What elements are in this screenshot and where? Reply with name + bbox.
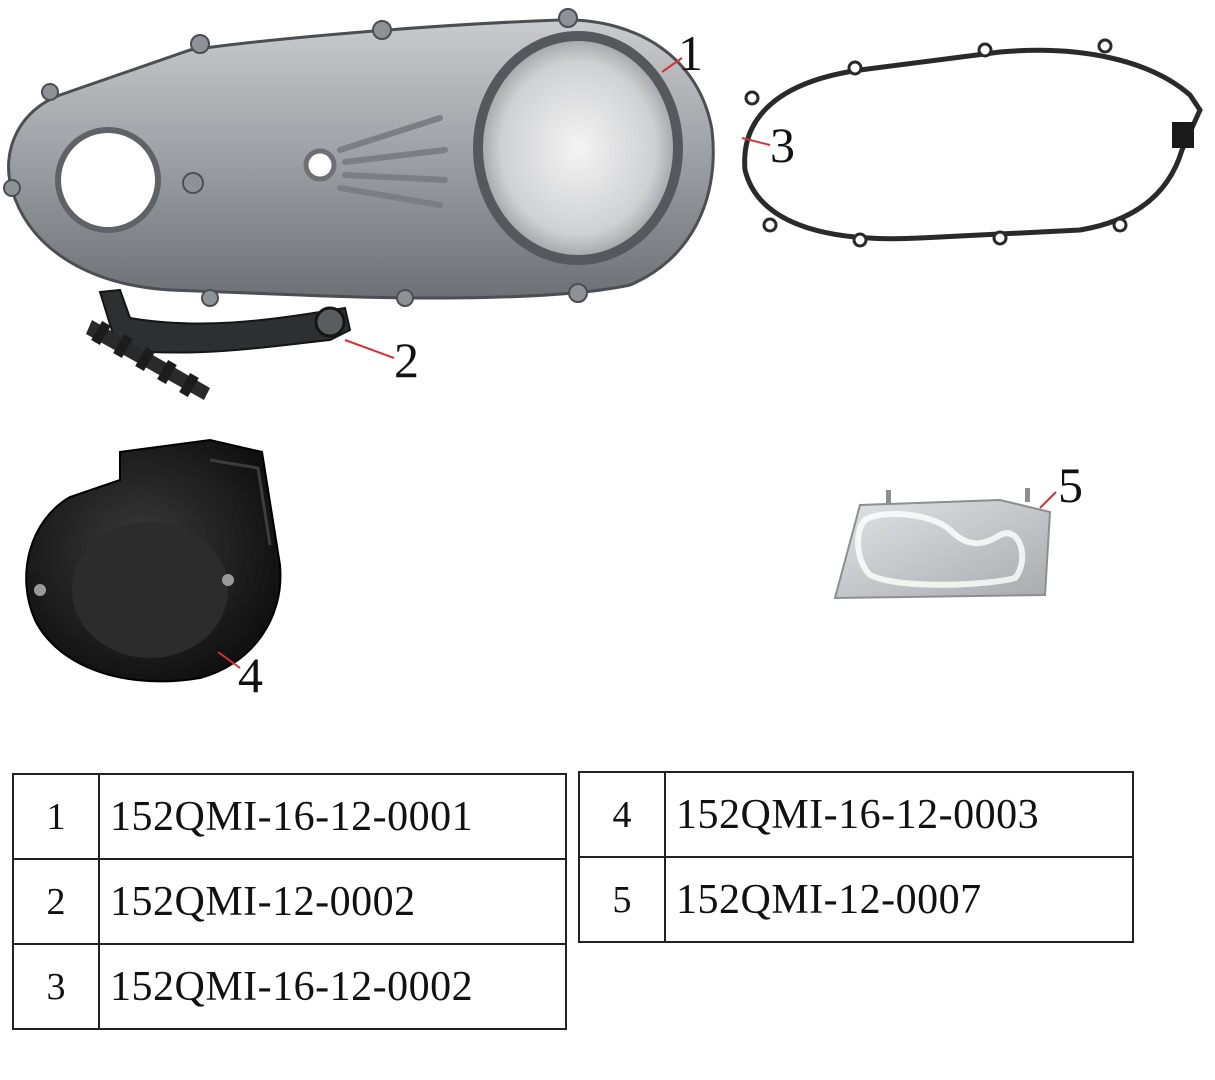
table-row: 1 152QMI-16-12-0001	[12, 773, 567, 860]
callout-5: 5	[1058, 457, 1083, 513]
callout-1: 1	[678, 25, 703, 81]
callout-3: 3	[770, 117, 795, 173]
part-number-cell: 4	[578, 771, 666, 858]
callout-2: 2	[394, 332, 419, 388]
part-code-cell: 152QMI-12-0002	[98, 858, 567, 945]
table-row: 3 152QMI-16-12-0002	[12, 943, 567, 1030]
part-number-cell: 3	[12, 943, 100, 1030]
kick-start-lever-part	[86, 288, 352, 400]
cover-gasket-part	[742, 38, 1203, 248]
leader-line-1	[661, 57, 683, 73]
heat-shield-plate-part	[833, 488, 1052, 600]
parts-table-right: 4 152QMI-16-12-0003 5 152QMI-12-0007	[578, 771, 1134, 943]
callout-4: 4	[238, 647, 263, 703]
part-code-cell: 152QMI-16-12-0003	[664, 771, 1134, 858]
leader-line-3	[741, 137, 771, 146]
leader-lines	[217, 57, 1057, 669]
part-number-cell: 1	[12, 773, 100, 860]
leader-line-4	[217, 651, 241, 669]
table-row: 2 152QMI-12-0002	[12, 858, 567, 945]
exploded-parts-figure	[3, 8, 1203, 683]
table-row: 5 152QMI-12-0007	[578, 856, 1134, 943]
part-number-cell: 5	[578, 856, 666, 943]
part-code-cell: 152QMI-16-12-0002	[98, 943, 567, 1030]
table-row: 4 152QMI-16-12-0003	[578, 771, 1134, 858]
leader-line-5	[1039, 491, 1057, 509]
leader-line-2	[344, 339, 395, 359]
part-code-cell: 152QMI-16-12-0001	[98, 773, 567, 860]
part-number-cell: 2	[12, 858, 100, 945]
transmission-cover-part	[3, 8, 715, 307]
part-code-cell: 152QMI-12-0007	[664, 856, 1134, 943]
plastic-cover-part	[25, 438, 282, 683]
parts-table-left: 1 152QMI-16-12-0001 2 152QMI-12-0002 3 1…	[12, 773, 567, 1030]
